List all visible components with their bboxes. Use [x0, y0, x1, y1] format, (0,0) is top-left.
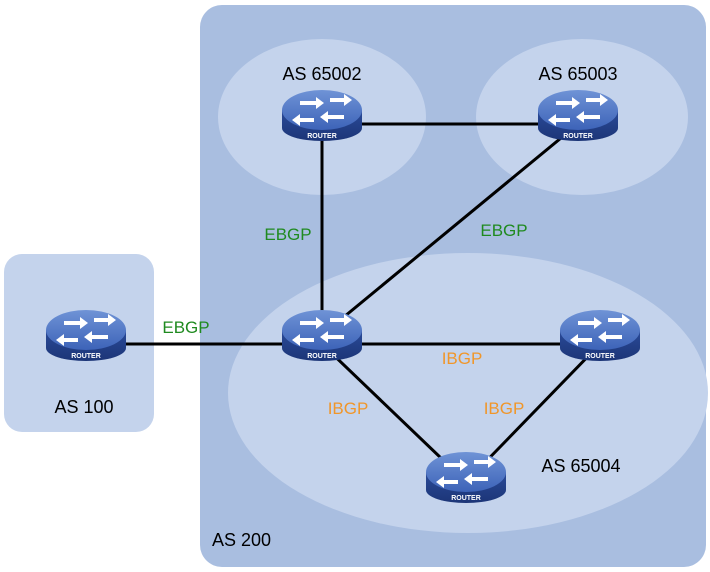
as65002-label: AS 65002 [282, 64, 361, 84]
link-65003-center [321, 122, 579, 337]
link-label-ibgp: IBGP [442, 349, 483, 368]
router-icon: ROUTER [560, 310, 640, 361]
as100-label: AS 100 [54, 397, 113, 417]
router-label: ROUTER [563, 133, 593, 140]
router-label: ROUTER [71, 353, 101, 360]
as65004-label: AS 65004 [541, 456, 620, 476]
router-icon: ROUTER [282, 310, 362, 361]
router-icon: ROUTER [426, 452, 506, 503]
router-label: ROUTER [451, 495, 481, 502]
link-label-ebgp: EBGP [264, 225, 311, 244]
link-label-ebgp: EBGP [162, 318, 209, 337]
router-icon: ROUTER [282, 90, 362, 141]
router-label: ROUTER [307, 133, 337, 140]
as65003-label: AS 65003 [538, 64, 617, 84]
link-label-ibgp: IBGP [328, 399, 369, 418]
router-label: ROUTER [585, 353, 615, 360]
link-label-ebgp: EBGP [480, 221, 527, 240]
router-icon: ROUTER [538, 90, 618, 141]
link-label-ibgp: IBGP [484, 399, 525, 418]
as200-label: AS 200 [212, 530, 271, 550]
router-label: ROUTER [307, 353, 337, 360]
router-icon: ROUTER [46, 310, 126, 361]
